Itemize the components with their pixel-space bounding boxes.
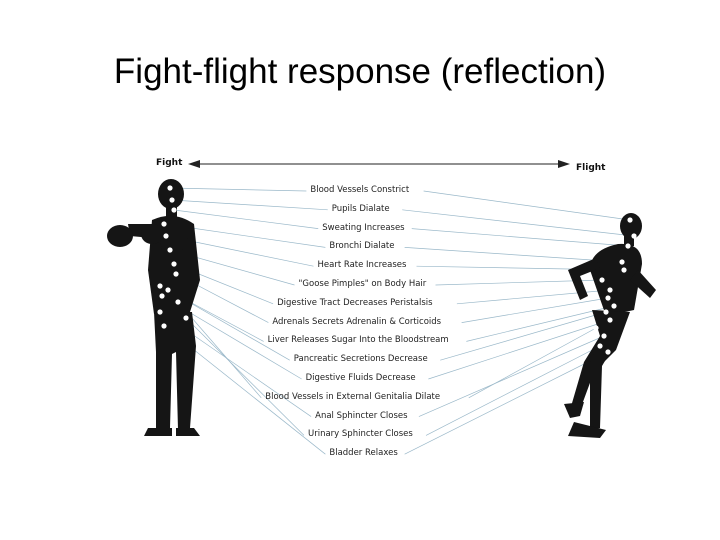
response-label: Adrenals Secrets Adrenalin & Corticoids	[272, 316, 442, 327]
runner-point	[597, 343, 603, 349]
fighter-point	[173, 271, 179, 277]
runner-point	[625, 243, 631, 249]
fighter-point	[157, 309, 163, 315]
fighter-point	[167, 185, 173, 191]
runner-point	[607, 287, 613, 293]
response-label: Pupils Dialate	[331, 203, 390, 214]
fighter-point	[167, 247, 173, 253]
fighter-point	[165, 287, 171, 293]
leader-line-flight	[402, 209, 635, 237]
runner-point	[599, 277, 605, 283]
response-label: Pancreatic Secretions Decrease	[293, 354, 428, 365]
runner-point	[607, 317, 613, 323]
diagram-canvas	[107, 160, 656, 455]
fighter-point	[183, 315, 189, 321]
fighter-point	[157, 283, 163, 289]
leader-line-flight	[428, 319, 611, 380]
runner-point	[605, 295, 611, 301]
response-label: Digestive Tract Decreases Peristalsis	[277, 297, 433, 308]
fighter-point	[163, 233, 169, 239]
response-label: "Goose Pimples" on Body Hair	[298, 279, 427, 289]
axis-arrowhead-left	[188, 160, 200, 168]
runner-silhouette	[564, 213, 656, 438]
leader-line-flight	[461, 297, 609, 323]
runner-point	[603, 309, 609, 315]
runner-point	[627, 217, 633, 223]
response-label: Urinary Sphincter Closes	[308, 429, 413, 440]
fighter-point	[161, 221, 167, 227]
leader-line-flight	[440, 311, 607, 361]
response-label: Sweating Increases	[322, 222, 405, 233]
runner-point	[611, 303, 617, 309]
leader-line-flight	[423, 190, 631, 221]
fighter-point	[171, 261, 177, 267]
fighter-point	[171, 207, 177, 213]
flight-label: Flight	[576, 163, 606, 173]
fighter-point	[159, 293, 165, 299]
leader-line-flight	[411, 228, 629, 247]
leader-line-fight	[169, 187, 307, 192]
fighter-silhouette	[107, 179, 200, 436]
runner-point	[619, 259, 625, 265]
response-label: Bladder Relaxes	[329, 448, 398, 459]
leader-line-flight	[404, 247, 623, 263]
runner-point	[601, 333, 607, 339]
fighter-point	[169, 197, 175, 203]
response-label: Blood Vessels Constrict	[310, 185, 410, 195]
leader-line-flight	[466, 305, 615, 342]
slide-title: Fight-flight response (reflection)	[113, 52, 607, 91]
response-points	[157, 185, 637, 355]
fighter-point	[175, 299, 181, 305]
response-label: Liver Releases Sugar Into the Bloodstrea…	[267, 335, 449, 346]
runner-point	[631, 233, 637, 239]
leader-line-flight	[404, 351, 609, 455]
response-label: Anal Sphincter Closes	[315, 410, 408, 421]
response-label: Heart Rate Increases	[317, 260, 407, 271]
leader-line-flight	[468, 327, 597, 399]
leader-line-fight	[173, 209, 319, 229]
fighter-point	[161, 323, 167, 329]
axis-arrowhead-right	[558, 160, 570, 168]
response-label: Blood Vessels in External Genitalia Dila…	[265, 391, 441, 402]
leader-line-fight	[185, 317, 305, 436]
response-label: Digestive Fluids Decrease	[305, 373, 416, 383]
runner-point	[593, 325, 599, 331]
leader-line-flight	[418, 335, 605, 417]
leader-line-fight	[171, 199, 328, 211]
response-label: Bronchi Dialate	[329, 241, 395, 252]
fight-label: Fight	[156, 158, 183, 168]
leader-line-flight	[425, 345, 601, 436]
runner-point	[605, 349, 611, 355]
runner-point	[621, 267, 627, 273]
